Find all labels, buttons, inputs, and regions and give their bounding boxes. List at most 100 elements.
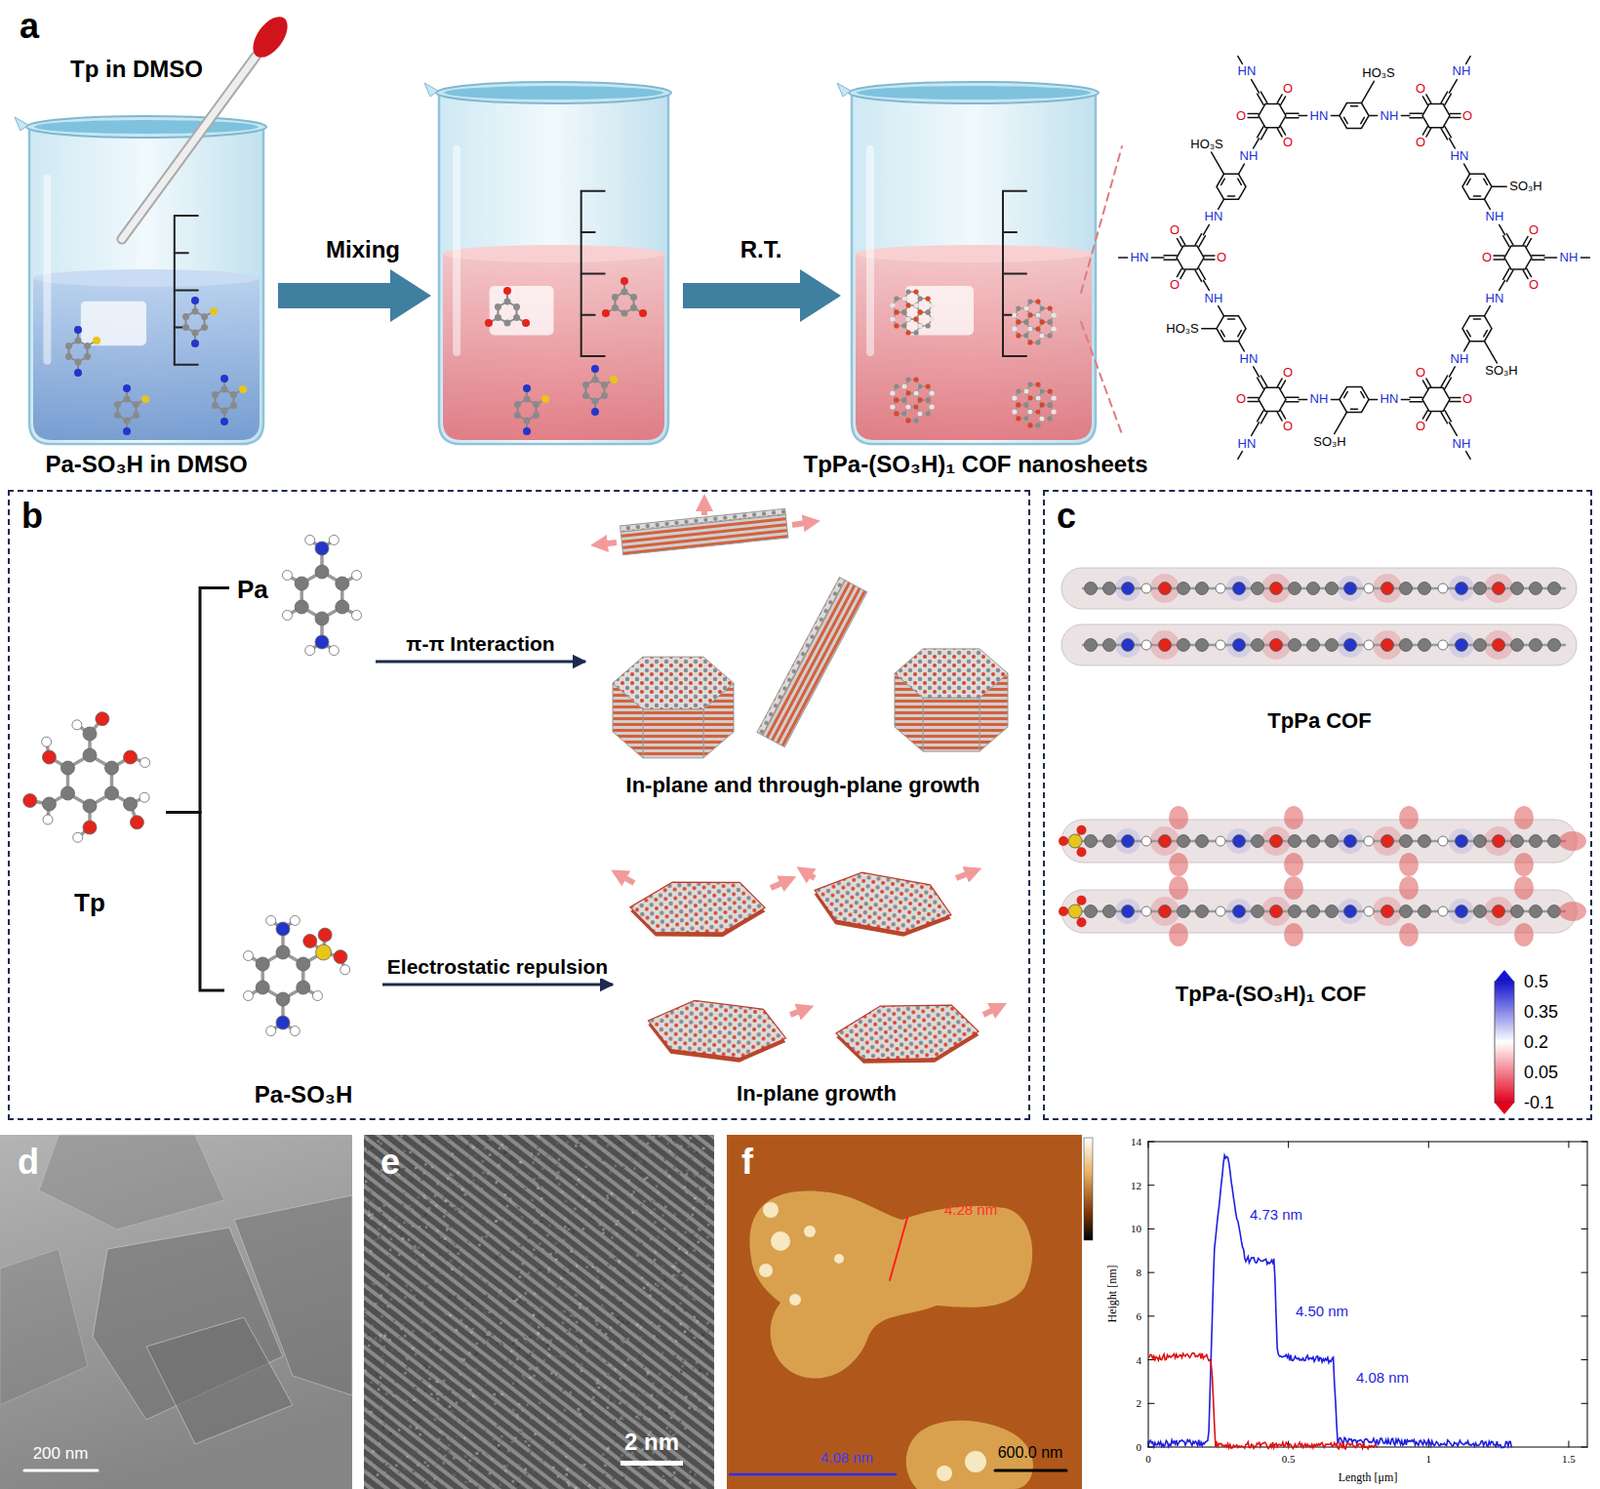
noise-speck	[521, 1435, 525, 1439]
noise-speck	[705, 1207, 709, 1211]
atom	[1511, 582, 1524, 596]
molecule	[281, 534, 361, 655]
sheet-atom	[1023, 401, 1029, 407]
atom	[276, 1015, 290, 1030]
pipette	[121, 10, 295, 240]
noise-speck	[589, 1217, 593, 1221]
sheet-atom	[1039, 415, 1044, 421]
sheet-atom	[1051, 395, 1057, 400]
noise-speck	[701, 1149, 705, 1153]
mini-atom	[132, 411, 140, 419]
noise-speck	[455, 1221, 459, 1225]
sheet-face	[811, 867, 956, 937]
atom	[1141, 583, 1152, 594]
noise-speck	[387, 1464, 391, 1468]
atom	[1270, 639, 1283, 652]
noise-speck	[486, 1231, 490, 1235]
noise-speck	[365, 1137, 369, 1141]
noise-speck	[601, 1231, 605, 1235]
atom	[1492, 835, 1506, 848]
mini-atom	[630, 304, 638, 312]
noise-speck	[535, 1184, 539, 1188]
noise-speck	[596, 1322, 600, 1326]
noise-speck	[688, 1480, 692, 1484]
sheet-atom	[1040, 332, 1045, 338]
atom	[1307, 905, 1320, 919]
noise-speck	[550, 1155, 554, 1159]
noise-speck	[528, 1367, 532, 1371]
noise-speck	[562, 1270, 566, 1274]
growth-arrow	[770, 880, 789, 888]
noise-speck	[442, 1197, 446, 1200]
noise-speck	[606, 1372, 610, 1376]
mini-atom	[503, 286, 512, 295]
sheet-atom	[905, 376, 911, 382]
noise-speck	[661, 1287, 665, 1291]
noise-speck	[368, 1191, 372, 1195]
noise-speck	[408, 1209, 412, 1213]
noise-speck	[671, 1476, 675, 1480]
mini-atom	[230, 391, 238, 399]
mini-atom	[239, 385, 247, 394]
noise-speck	[530, 1217, 534, 1221]
noise-speck	[381, 1304, 385, 1308]
noise-speck	[674, 1354, 678, 1358]
charge-lobe	[1399, 852, 1419, 877]
noise-speck	[500, 1393, 504, 1397]
noise-speck	[710, 1463, 714, 1467]
atom	[1511, 905, 1524, 919]
noise-speck	[699, 1410, 703, 1414]
noise-speck	[377, 1468, 381, 1472]
noise-speck	[491, 1207, 495, 1211]
noise-speck	[455, 1435, 459, 1439]
noise-speck	[701, 1348, 705, 1352]
noise-speck	[426, 1353, 430, 1357]
noise-speck	[621, 1320, 625, 1323]
mini-atom	[191, 296, 200, 305]
noise-speck	[435, 1417, 439, 1421]
noise-speck	[448, 1295, 452, 1299]
noise-speck	[661, 1475, 665, 1479]
cof-sheet	[628, 876, 767, 944]
sheet-atom	[925, 383, 931, 389]
noise-speck	[423, 1196, 427, 1200]
noise-speck	[711, 1281, 715, 1285]
noise-speck	[453, 1473, 457, 1477]
noise-speck	[500, 1143, 504, 1147]
atom	[1344, 905, 1358, 919]
noise-speck	[499, 1439, 503, 1442]
noise-speck	[653, 1258, 657, 1262]
graduation-tick	[1002, 355, 1027, 358]
noise-speck	[464, 1318, 468, 1321]
growth-arrow	[701, 502, 708, 516]
noise-speck	[605, 1194, 609, 1198]
mini-atom	[484, 319, 493, 327]
sheet-atom	[889, 403, 895, 409]
noise-speck	[469, 1307, 473, 1311]
noise-speck	[532, 1221, 536, 1225]
liquid	[33, 278, 260, 440]
pipette-tube	[121, 56, 256, 240]
noise-speck	[618, 1251, 622, 1255]
noise-speck	[377, 1407, 381, 1411]
noise-speck	[515, 1376, 519, 1380]
mini-atom	[592, 398, 600, 405]
noise-speck	[541, 1247, 545, 1251]
sheet-atom	[1035, 408, 1040, 414]
noise-speck	[475, 1160, 479, 1163]
noise-speck	[585, 1467, 589, 1471]
noise-speck	[689, 1136, 693, 1140]
noise-speck	[595, 1345, 599, 1349]
noise-speck	[608, 1337, 612, 1341]
charge-lobe	[1399, 922, 1419, 947]
noise-speck	[692, 1366, 696, 1370]
noise-speck	[584, 1207, 588, 1211]
electron-cloud	[1061, 567, 1577, 609]
sheet-atom	[1040, 319, 1045, 324]
mini-atom	[591, 364, 600, 373]
noise-speck	[446, 1448, 450, 1452]
noise-speck	[484, 1320, 488, 1323]
noise-speck	[648, 1417, 652, 1421]
noise-speck	[382, 1203, 386, 1207]
noise-speck	[630, 1193, 634, 1197]
